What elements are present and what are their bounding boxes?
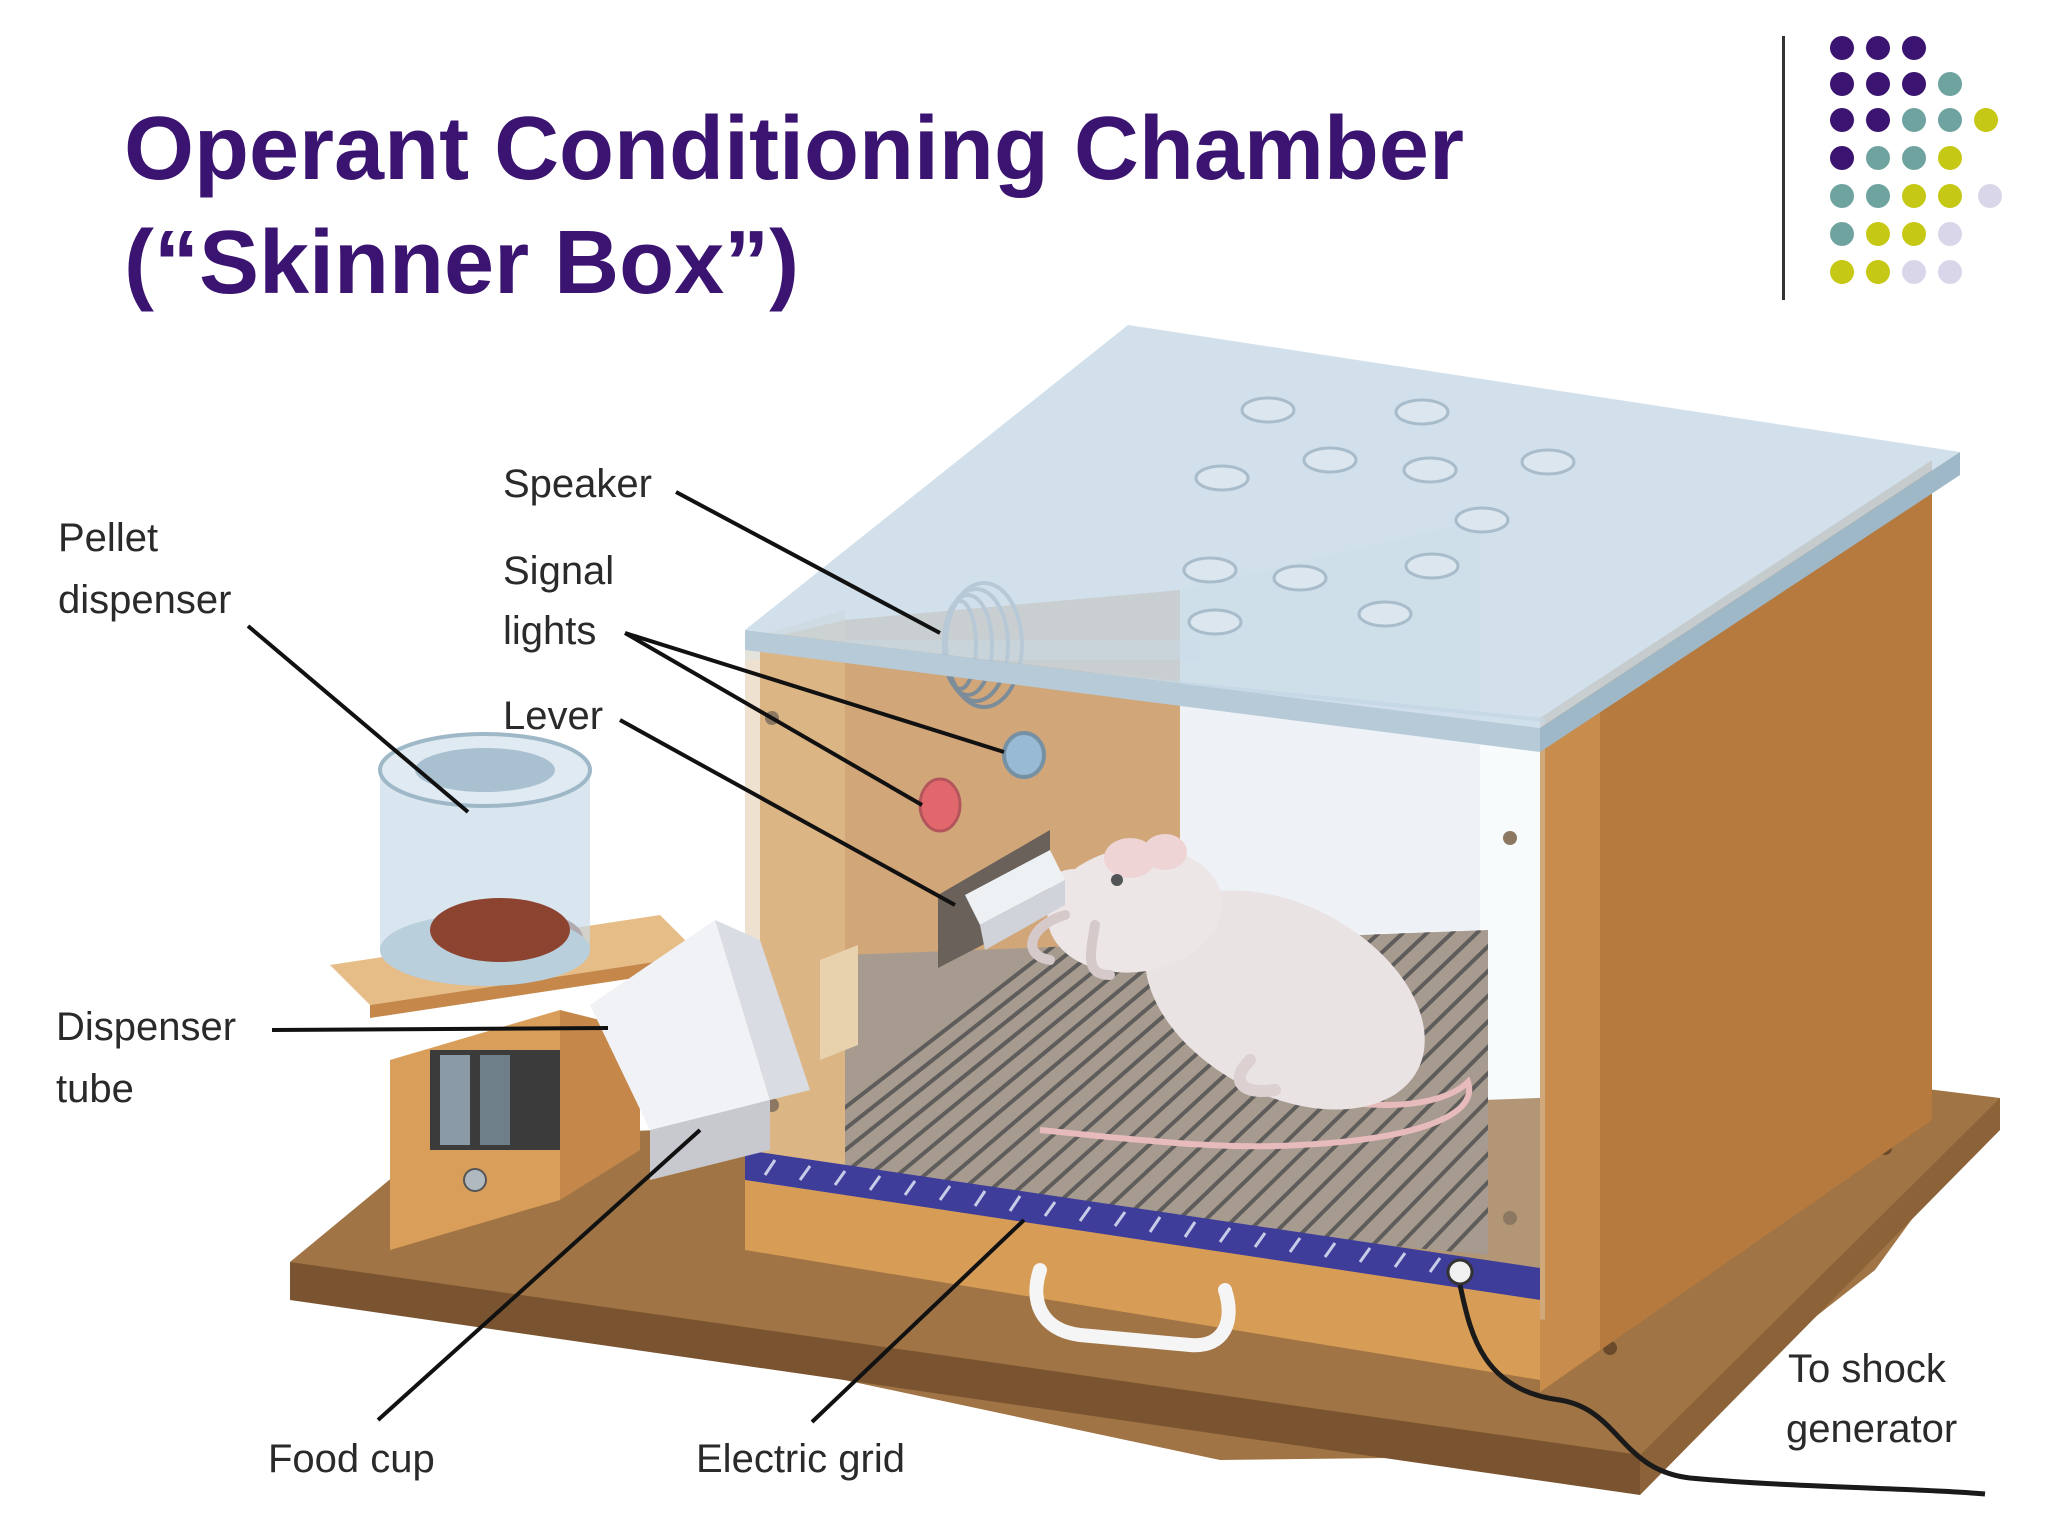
drawer <box>745 1180 1540 1380</box>
label-electric-grid: Electric grid <box>696 1437 905 1481</box>
title-divider <box>1782 36 1785 300</box>
signal-lights <box>918 731 1046 833</box>
label-food-cup: Food cup <box>268 1437 435 1481</box>
title-line-1: Operant Conditioning Chamber <box>124 99 1464 199</box>
pellet-leader <box>246 624 470 814</box>
right-side-wall <box>1503 460 1932 1392</box>
speaker-leader <box>675 490 941 635</box>
label-tube-line1: Dispenser <box>56 1005 236 1049</box>
lever-leader <box>619 718 956 907</box>
glass-lid <box>745 325 1960 752</box>
dispenser-tube <box>590 920 810 1180</box>
label-tube-line2: tube <box>56 1067 134 1111</box>
label-shock-line1: To shock <box>1788 1347 1947 1391</box>
label-lever: Lever <box>503 694 603 738</box>
signal-leader-red <box>623 631 924 807</box>
label-shock-line2: generator <box>1786 1407 1957 1451</box>
lever <box>938 830 1065 968</box>
skinner-box-diagram: Speaker Pellet dispenser Signal lights L… <box>56 325 2000 1497</box>
dot-grid <box>1830 36 2002 284</box>
diagram-labels: Speaker Pellet dispenser Signal lights L… <box>56 462 1957 1481</box>
rat <box>1027 834 1473 1150</box>
shock-wire <box>1457 1284 1986 1497</box>
label-pellet-line2: dispenser <box>58 578 231 622</box>
food-cup-leader <box>376 1128 702 1422</box>
pellet-dispenser <box>330 732 700 1250</box>
grid-rail <box>745 1150 1540 1300</box>
slide-title: Operant Conditioning Chamber (“Skinner B… <box>124 92 1464 320</box>
label-speaker: Speaker <box>503 462 652 506</box>
label-pellet-line1: Pellet <box>58 516 158 560</box>
lid-holes <box>1182 396 1576 636</box>
electric-grid-leader <box>810 1218 1026 1424</box>
label-signal-line1: Signal <box>503 549 614 593</box>
signal-leader-blue <box>624 631 1005 754</box>
leader-lines <box>246 490 1026 1424</box>
label-signal-line2: lights <box>503 609 596 653</box>
title-line-2: (“Skinner Box”) <box>124 213 800 313</box>
tube-leader <box>271 1026 609 1032</box>
